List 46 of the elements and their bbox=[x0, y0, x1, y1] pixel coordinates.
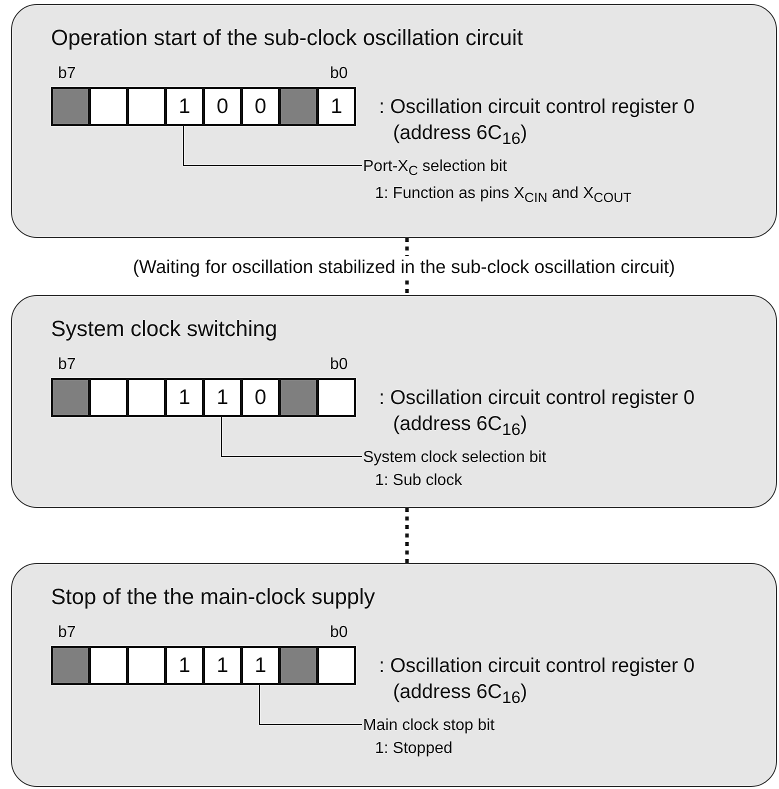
bit-number-label: b7 bbox=[58, 356, 76, 374]
register-bit: 1 bbox=[241, 646, 280, 685]
register-bit bbox=[51, 87, 90, 126]
register-name: : Oscillation circuit control register 0 (address 6C$_{16}$) bbox=[379, 95, 696, 150]
register-bit bbox=[89, 87, 128, 126]
register-bit: 1 bbox=[203, 646, 242, 685]
bit-description: Port-X$_{C}$ selection bit 1: Function as pins X$_{CIN}$ and X$_{COUT}$ bbox=[363, 155, 632, 210]
step-panel bbox=[11, 563, 777, 787]
leader-line bbox=[221, 416, 362, 457]
step-panel bbox=[11, 295, 777, 508]
register-bit bbox=[89, 378, 128, 417]
step-panel bbox=[11, 4, 777, 238]
leader-line bbox=[183, 124, 362, 166]
step-heading: Stop of the the main-clock supply bbox=[51, 584, 376, 610]
register-bit: 1 bbox=[165, 646, 204, 685]
step-heading: System clock switching bbox=[51, 316, 278, 342]
dotted-connector bbox=[405, 508, 409, 563]
register-bit bbox=[51, 646, 90, 685]
register-bit: 1 bbox=[203, 378, 242, 417]
register-bit bbox=[317, 378, 356, 417]
register-bit bbox=[127, 646, 166, 685]
register-bit: 0 bbox=[203, 87, 242, 126]
register-bit: 1 bbox=[165, 87, 204, 126]
register-bit bbox=[89, 646, 128, 685]
register-bit bbox=[279, 646, 318, 685]
step-heading: Operation start of the sub-clock oscillation circuit bbox=[51, 25, 523, 51]
register-bit bbox=[317, 646, 356, 685]
register-bit: 1 bbox=[165, 378, 204, 417]
register-name: : Oscillation circuit control register 0 (address 6C$_{16}$) bbox=[379, 386, 696, 441]
register-bit bbox=[127, 87, 166, 126]
leader-line bbox=[259, 684, 362, 725]
register-bit bbox=[279, 378, 318, 417]
bit-number-label: b7 bbox=[58, 65, 76, 83]
register-bit: 0 bbox=[241, 87, 280, 126]
register-bit: 1 bbox=[317, 87, 356, 126]
register-name: : Oscillation circuit control register 0 (address 6C$_{16}$) bbox=[379, 654, 696, 709]
bit-description: System clock selection bit 1: Sub clock bbox=[363, 446, 546, 492]
register-bit bbox=[127, 378, 166, 417]
register-bit: 0 bbox=[241, 378, 280, 417]
register-bit bbox=[279, 87, 318, 126]
bit-number-label: b0 bbox=[330, 356, 348, 374]
bit-number-label: b0 bbox=[330, 624, 348, 642]
bit-number-label: b0 bbox=[330, 65, 348, 83]
bit-description: Main clock stop bit 1: Stopped bbox=[363, 714, 495, 760]
register-bit bbox=[51, 378, 90, 417]
bit-number-label: b7 bbox=[58, 624, 76, 642]
